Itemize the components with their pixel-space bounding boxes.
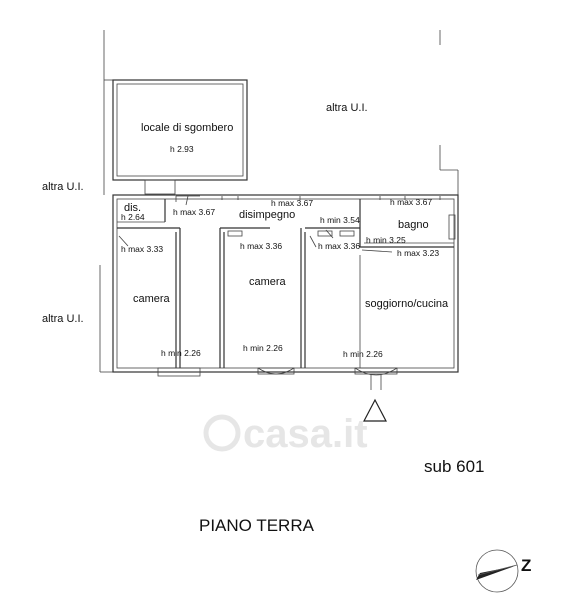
height-sgombero: h 2.93 <box>170 144 194 154</box>
height-hmin-354: h min 3.54 <box>320 215 360 225</box>
neighbor-left-upper-label: altra U.I. <box>42 181 84 193</box>
room-label-camera-2: camera <box>249 276 287 288</box>
windows <box>157 367 398 390</box>
room-sgombero <box>112 79 248 195</box>
height-hmax-333: h max 3.33 <box>121 244 163 254</box>
floor-label: PIANO TERRA <box>199 516 315 535</box>
height-hmax-corridor: h max 3.67 <box>271 198 313 208</box>
room-label-bagno: bagno <box>398 219 429 231</box>
height-hmin-226-b: h min 2.26 <box>243 343 283 353</box>
room-label-camera-1: camera <box>133 293 171 305</box>
room-label-sgombero: locale di sgombero <box>141 122 233 134</box>
svg-text:Z: Z <box>521 556 531 575</box>
height-hmax-336-b: h max 3.36 <box>318 241 360 251</box>
north-compass-icon: Z <box>475 549 531 593</box>
height-hmin-325: h min 3.25 <box>366 235 406 245</box>
room-label-disimpegno: disimpegno <box>239 209 295 221</box>
room-label-dis: dis. <box>124 202 141 214</box>
neighbor-left-lower-label: altra U.I. <box>42 313 84 325</box>
neighbor-top-label: altra U.I. <box>326 102 368 114</box>
watermark: casa.it <box>203 412 368 456</box>
height-hmax-bagno: h max 3.67 <box>390 197 432 207</box>
height-dis: h 2.64 <box>121 212 145 222</box>
watermark-text: casa.it <box>243 412 368 456</box>
height-hmin-226-c: h min 2.26 <box>343 349 383 359</box>
height-hmax-dis: h max 3.67 <box>173 207 215 217</box>
height-hmax-323: h max 3.23 <box>397 248 439 258</box>
sub-label: sub 601 <box>424 457 485 476</box>
height-hmax-336-a: h max 3.36 <box>240 241 282 251</box>
height-hmin-226-a: h min 2.26 <box>161 348 201 358</box>
entrance-arrow-icon <box>363 398 387 422</box>
room-label-soggiorno: soggiorno/cucina <box>365 298 449 310</box>
